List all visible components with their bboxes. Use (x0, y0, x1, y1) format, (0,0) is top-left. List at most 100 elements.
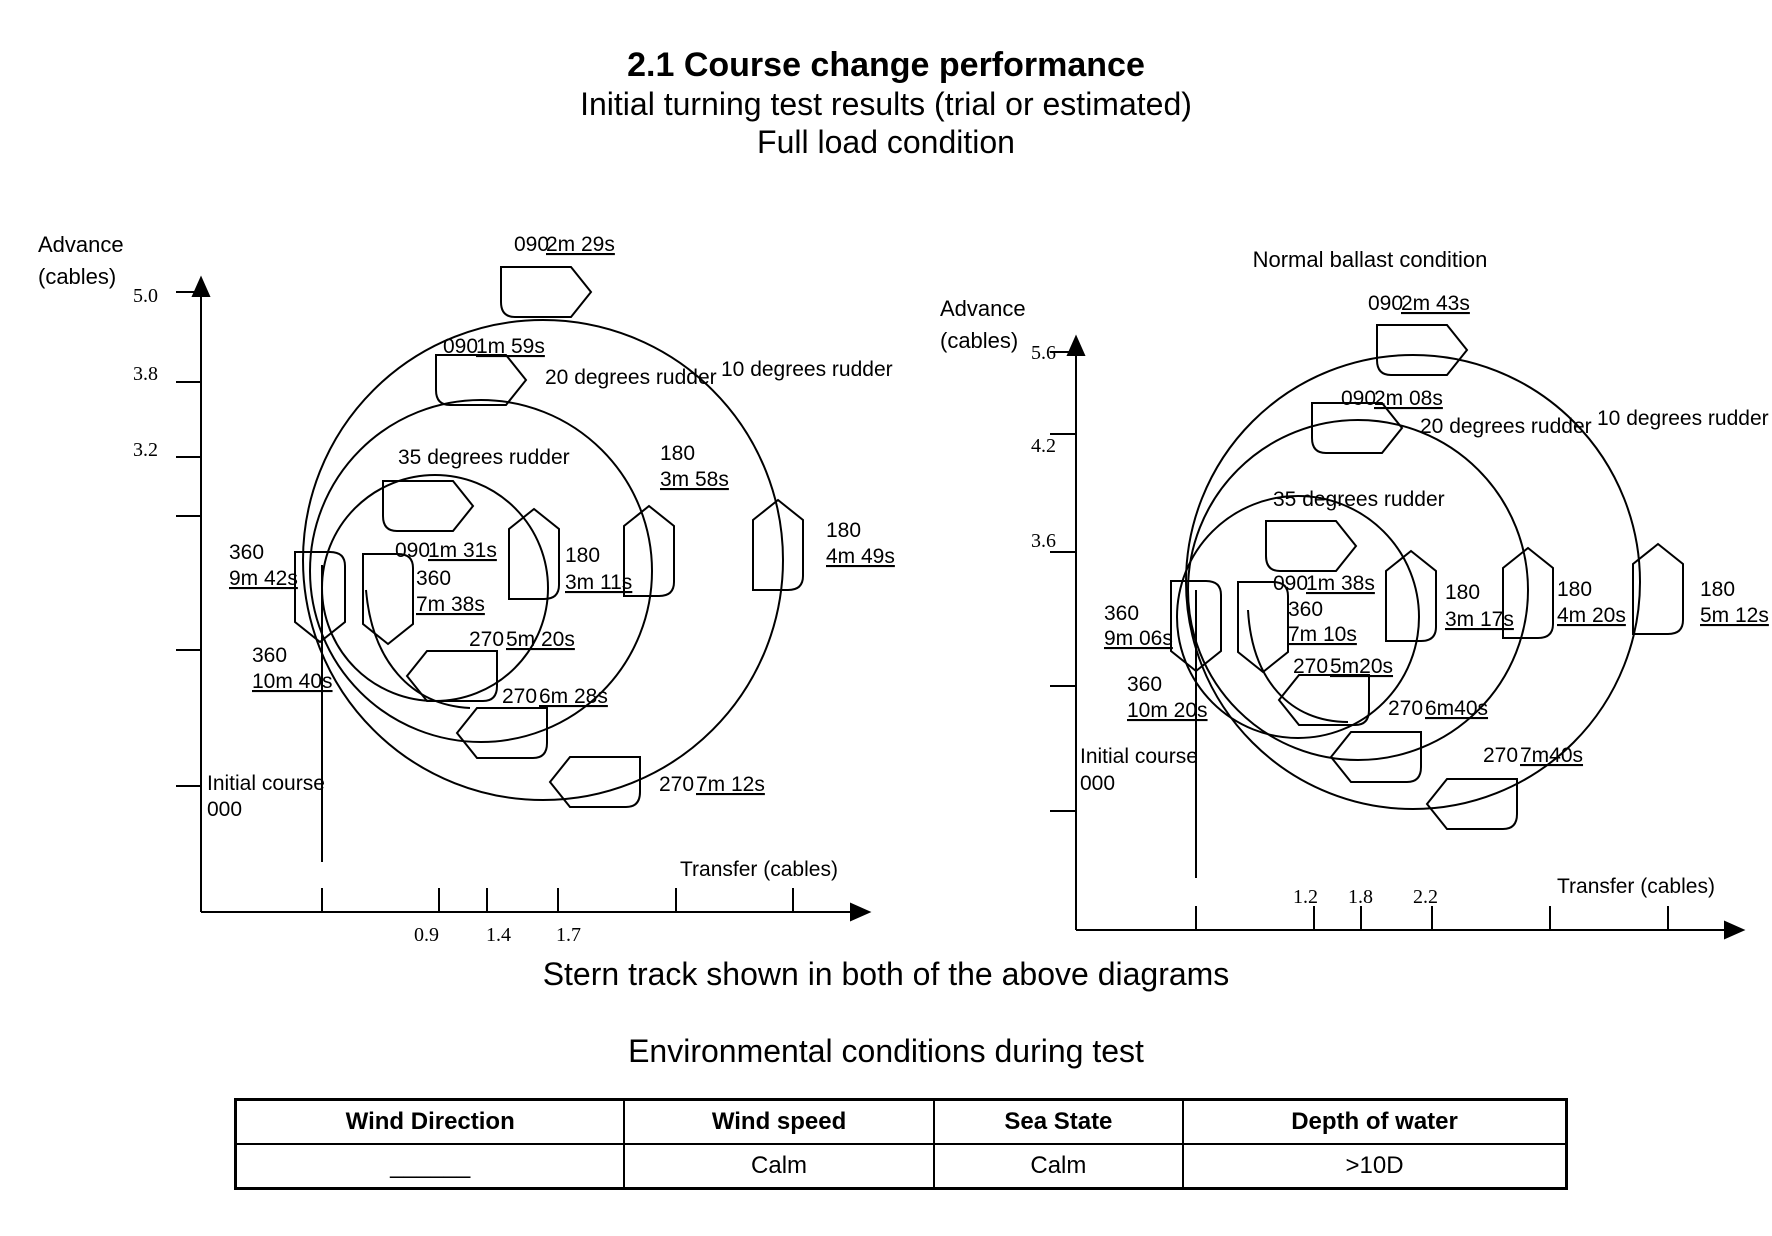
right-circle-35-degrees (1176, 495, 1420, 739)
left-stern-track (365, 589, 471, 709)
ship-outline (382, 480, 474, 532)
right-heading-270-10: 270 (1483, 744, 1518, 767)
left-time-090-20: 1m 59s (476, 335, 545, 358)
left-time-360-10: 10m 40s (252, 670, 333, 693)
left-heading-270-20: 270 (502, 685, 537, 708)
left-time-360-35: 7m 38s (416, 593, 485, 616)
left-heading-180-10: 180 (826, 519, 861, 542)
left-turning-diagram (176, 266, 872, 922)
left-y-tick: 3.2 (133, 439, 158, 461)
right-time-270-35: 5m20s (1330, 655, 1393, 678)
ship-outline (508, 508, 560, 600)
right-heading-360-10: 360 (1127, 673, 1162, 696)
left-y-axis-arrow (191, 275, 211, 297)
right-y-axis-label: Advance (940, 296, 1026, 321)
right-x-tick: 1.2 (1293, 886, 1318, 908)
ship-outline (1311, 402, 1403, 454)
left-time-270-10: 7m 12s (696, 773, 765, 796)
right-time-360-10: 10m 20s (1127, 699, 1208, 722)
right-rudder-35-label: 35 degrees rudder (1273, 488, 1445, 511)
ship-outline (1278, 674, 1370, 726)
left-rudder-10-label: 10 degrees rudder (721, 358, 893, 381)
sea-state-value: Calm (932, 1143, 1185, 1190)
left-heading-090-35: 090 (395, 539, 430, 562)
ship-outline (1385, 550, 1437, 642)
right-heading-090-10: 090 (1368, 292, 1403, 315)
right-x-axis-arrow (1724, 920, 1746, 940)
right-time-090-20: 2m 08s (1374, 387, 1443, 410)
left-x-tick: 1.7 (556, 924, 581, 946)
left-circle-20-degrees (309, 399, 653, 743)
left-y-axis-label: Advance (38, 232, 124, 257)
right-x-tick: 2.2 (1413, 886, 1438, 908)
left-rudder-35-label: 35 degrees rudder (398, 446, 570, 469)
ship-outline (1265, 520, 1357, 572)
left-heading-270-35: 270 (469, 628, 504, 651)
ship-outline (362, 553, 414, 645)
right-heading-270-20: 270 (1388, 697, 1423, 720)
right-heading-270-35: 270 (1293, 655, 1328, 678)
ship-outline (406, 650, 498, 702)
left-time-180-10: 4m 49s (826, 545, 895, 568)
right-circle-20-degrees (1187, 419, 1529, 761)
left-circle-10-degrees (302, 319, 784, 801)
left-time-090-35: 1m 31s (428, 539, 497, 562)
right-time-270-20: 6m40s (1425, 697, 1488, 720)
left-heading-360-10: 360 (252, 644, 287, 667)
table-header-cell: Depth of water (1182, 1098, 1568, 1145)
right-heading-090-20: 090 (1341, 387, 1376, 410)
table-header-row: Wind Direction Wind speed Sea State Dept… (234, 1098, 1568, 1145)
environment-title: Environmental conditions during test (628, 1033, 1144, 1069)
left-initial-course-label: Initial course (207, 772, 325, 795)
right-initial-course-label: Initial course (1080, 745, 1198, 768)
ship-outline (1426, 778, 1518, 830)
right-heading-360-35: 360 (1288, 598, 1323, 621)
wind-direction-value: ______ (234, 1143, 626, 1190)
table-header-cell: Sea State (932, 1098, 1185, 1145)
left-rudder-20-label: 20 degrees rudder (545, 366, 717, 389)
left-x-axis-label: Transfer (cables) (680, 858, 838, 881)
right-heading-180-20: 180 (1557, 578, 1592, 601)
left-heading-360-20: 360 (229, 541, 264, 564)
left-diagram-labels: Advance (cables) 5.0 3.8 3.2 0.9 1.4 1.7… (38, 232, 895, 946)
stern-track-note: Stern track shown in both of the above d… (542, 956, 1230, 992)
right-y-axis-arrow (1066, 334, 1086, 356)
left-time-270-20: 6m 28s (539, 685, 608, 708)
left-x-axis-arrow (850, 902, 872, 922)
right-y-tick: 5.6 (1031, 342, 1056, 364)
page-title: 2.1 Course change performance (627, 46, 1145, 84)
wind-speed-value: Calm (623, 1143, 935, 1190)
right-heading-360-20: 360 (1104, 602, 1139, 625)
right-time-180-10: 5m 12s (1700, 604, 1769, 627)
environment-table: Wind Direction Wind speed Sea State Dept… (234, 1098, 1568, 1190)
right-y-tick: 3.6 (1031, 530, 1056, 552)
left-heading-090-10: 090 (514, 233, 549, 256)
left-y-axis-unit: (cables) (38, 264, 116, 289)
ship-outline (1376, 324, 1468, 376)
table-header-cell: Wind speed (623, 1098, 935, 1145)
right-time-090-10: 2m 43s (1401, 292, 1470, 315)
left-heading-180-35: 180 (565, 544, 600, 567)
left-y-tick: 3.8 (133, 363, 158, 385)
right-time-270-10: 7m40s (1520, 744, 1583, 767)
right-x-tick: 1.8 (1348, 886, 1373, 908)
left-heading-270-10: 270 (659, 773, 694, 796)
right-time-180-35: 3m 17s (1445, 608, 1514, 631)
right-heading-090-35: 090 (1273, 572, 1308, 595)
left-x-tick: 0.9 (414, 924, 439, 946)
left-time-270-35: 5m 20s (506, 628, 575, 651)
left-y-tick: 5.0 (133, 285, 158, 307)
right-time-360-35: 7m 10s (1288, 623, 1357, 646)
right-rudder-10-label: 10 degrees rudder (1597, 407, 1769, 430)
right-x-axis-label: Transfer (cables) (1557, 875, 1715, 898)
left-heading-360-35: 360 (416, 567, 451, 590)
left-time-090-10: 2m 29s (546, 233, 615, 256)
right-diagram-labels: Normal ballast condition Advance (cables… (940, 247, 1769, 908)
left-initial-course-value: 000 (207, 798, 242, 821)
left-time-180-35: 3m 11s (565, 571, 632, 594)
right-y-axis-unit: (cables) (940, 328, 1018, 353)
right-time-360-20: 9m 06s (1104, 627, 1173, 650)
right-heading-180-10: 180 (1700, 578, 1735, 601)
right-stern-track (1247, 609, 1349, 723)
